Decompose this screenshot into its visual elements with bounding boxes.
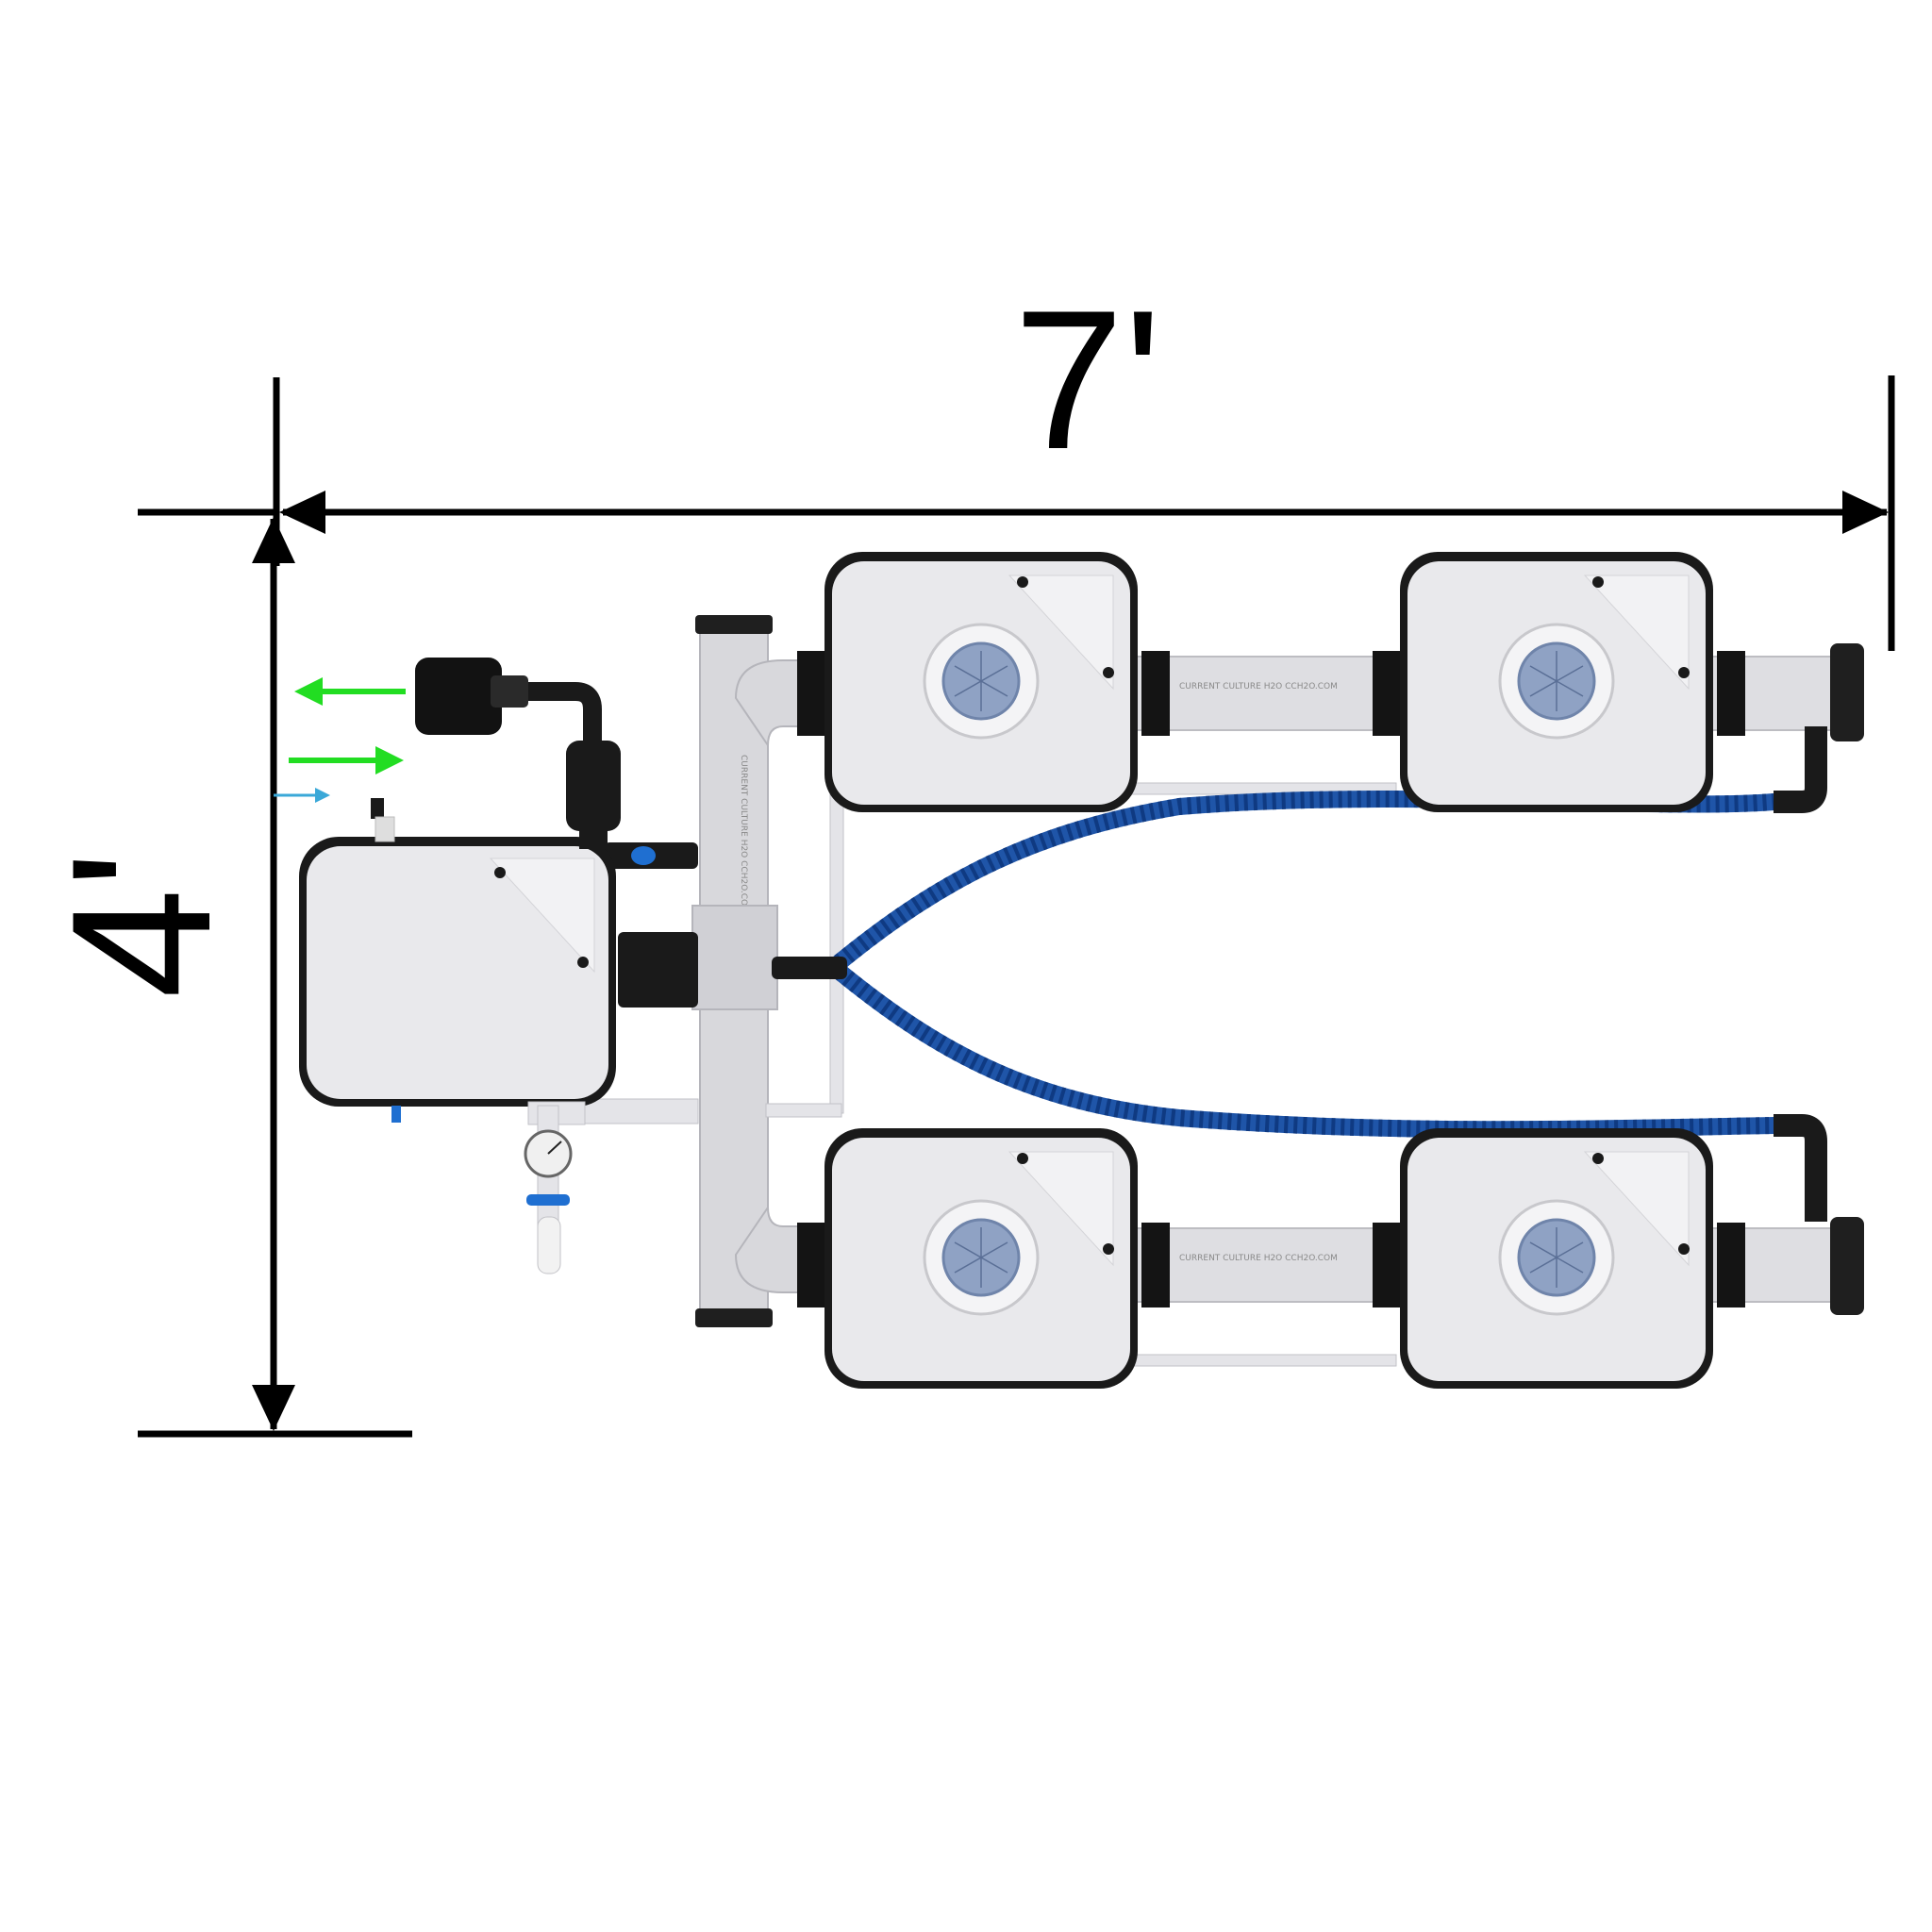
width-arrowhead-right xyxy=(1842,491,1889,534)
width-arrowhead-left xyxy=(279,491,325,534)
air-arrow-icon xyxy=(274,788,330,803)
control-reservoir[interactable] xyxy=(299,837,616,1123)
pump-filter[interactable] xyxy=(566,741,621,831)
grommet xyxy=(1141,1223,1170,1307)
flow-arrows xyxy=(274,677,406,803)
net-pot-lid[interactable] xyxy=(1498,623,1615,740)
grow-site-bottom-right[interactable] xyxy=(1400,1128,1713,1389)
lower-return-hose xyxy=(831,963,1782,1139)
flow-arrow-in-icon xyxy=(289,746,404,774)
top-row-pipe-marking: CURRENT CULTURE H2O CCH2O.COM xyxy=(1179,682,1338,691)
pump-assembly[interactable] xyxy=(415,658,621,849)
controller-foot xyxy=(391,1106,401,1123)
pump-drop-pipe xyxy=(579,821,608,849)
manifold-marking: CURRENT CULTURE H2O CCH2O.COM xyxy=(739,755,748,913)
grommet xyxy=(797,1223,825,1307)
net-pot-lid[interactable] xyxy=(923,1199,1040,1316)
height-label: 4' xyxy=(30,851,252,999)
pump-body[interactable] xyxy=(415,658,502,735)
height-arrowhead-bottom xyxy=(252,1385,295,1431)
air-fitting[interactable] xyxy=(371,798,395,842)
top-row-end-cap xyxy=(1830,643,1864,741)
top-hose-elbow xyxy=(1774,726,1827,813)
grow-site-top-right[interactable] xyxy=(1400,552,1713,812)
manifold-tee xyxy=(691,905,778,1010)
hose-y-splitter xyxy=(772,957,847,979)
lower-crossbar xyxy=(765,1103,842,1118)
grow-site-top-left[interactable] xyxy=(824,552,1138,812)
net-pot-lid[interactable] xyxy=(1498,1199,1615,1316)
width-label: 7' xyxy=(1014,269,1162,491)
grommet xyxy=(1141,651,1170,736)
manifold-bottom-cap xyxy=(695,1308,773,1327)
controller-outlet-coupler xyxy=(618,932,698,1008)
grommet xyxy=(797,651,825,736)
flow-arrow-out-icon xyxy=(294,677,406,706)
pump-return-pipe xyxy=(509,682,602,745)
bottom-row-end-cap xyxy=(1830,1217,1864,1315)
grow-site-bottom-left[interactable] xyxy=(824,1128,1138,1389)
grommet xyxy=(1717,1223,1745,1307)
pressure-gauge-icon xyxy=(524,1129,573,1178)
drain-assembly[interactable] xyxy=(524,1101,586,1274)
bottom-row-pipe-marking: CURRENT CULTURE H2O CCH2O.COM xyxy=(1179,1254,1338,1263)
upper-return-hose xyxy=(831,790,1782,971)
bottom-hose-elbow xyxy=(1774,1114,1827,1222)
pump-fitting xyxy=(491,675,528,708)
width-dimension: 7' xyxy=(273,269,1895,651)
manifold-top-cap xyxy=(695,615,773,634)
drain-valve-icon[interactable] xyxy=(526,1194,570,1206)
ball-valve-icon[interactable] xyxy=(631,846,656,865)
drain-spout xyxy=(537,1216,561,1274)
net-pot-lid[interactable] xyxy=(923,623,1040,740)
grommet xyxy=(1717,651,1745,736)
height-arrowhead-top xyxy=(252,517,295,563)
grommet xyxy=(1373,651,1401,736)
height-dimension: 4' xyxy=(30,508,412,1438)
grommet xyxy=(1373,1223,1401,1307)
